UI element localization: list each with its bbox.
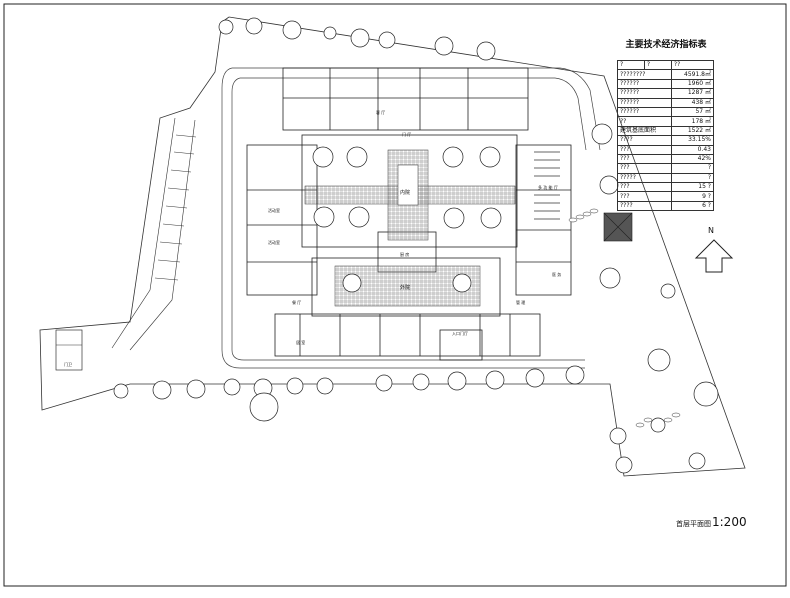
- label-inner-court: 内院: [400, 190, 411, 196]
- table-row: ????????4591.8㎡: [617, 69, 715, 80]
- table-cell-value: 57 ㎡: [670, 106, 715, 118]
- trees: [113, 17, 719, 474]
- table-cell-value: 438 ㎡: [670, 97, 715, 108]
- table-row: ???0.43: [617, 144, 715, 155]
- table-row: ??????438 ㎡: [617, 97, 715, 108]
- label-dorm: 居 室: [296, 340, 306, 345]
- table-cell-value: 1522 ㎡: [670, 125, 715, 137]
- north-label: N: [708, 226, 714, 235]
- indicator-table: ? ? ?? ????????4591.8㎡??????1960 ㎡??????…: [617, 59, 715, 212]
- table-cell-label: ????: [617, 200, 672, 212]
- table-cell-label: ??????: [617, 106, 672, 118]
- label-office: 管 理: [516, 300, 526, 305]
- stepping-stones: [568, 208, 681, 428]
- table-cell-label: ????: [617, 135, 672, 146]
- label-activity-2: 活动室: [268, 240, 280, 245]
- label-corridor: 门 厅: [402, 132, 412, 137]
- table-cell-label: ???: [617, 163, 672, 174]
- table-cell-value: 42%: [670, 153, 715, 165]
- north-arrow-icon: [694, 239, 734, 273]
- table-cell-value: 0.43: [670, 144, 715, 155]
- label-activity-1: 活动室: [268, 208, 280, 213]
- drawing-caption: 首层平面图: [676, 520, 711, 528]
- gate-house: [55, 329, 83, 371]
- stairs-right: [534, 151, 560, 220]
- sheet-border: [3, 3, 787, 587]
- table-header-cell: ?: [643, 59, 672, 71]
- table-cell-label: ?????: [617, 172, 672, 184]
- table-cell-label: ??????: [617, 78, 672, 90]
- site-road: [221, 67, 601, 369]
- table-cell-label: ??????: [617, 97, 672, 108]
- table-cell-label: ???: [617, 144, 672, 155]
- table-cell-label: ????????: [617, 69, 672, 80]
- table-row: ????33.15%: [617, 135, 715, 146]
- table-row: ??????: [617, 172, 715, 184]
- label-kitchen: 厨 房: [400, 252, 410, 257]
- table-row: ???9 ?: [617, 191, 715, 202]
- drawing-scale: 1:200: [712, 515, 747, 529]
- label-entrance: 入口门厅: [452, 331, 468, 336]
- table-header-cell: ?: [617, 59, 645, 71]
- table-cell-label: ??????: [617, 88, 672, 99]
- table-header-cell: ??: [670, 59, 715, 71]
- table-cell-value: 33.15%: [670, 135, 715, 146]
- parking-strip: [111, 117, 197, 351]
- site-boundary: [39, 16, 746, 477]
- table-row: ??????1960 ㎡: [617, 78, 715, 90]
- table-cell-value: 15 ?: [670, 182, 715, 193]
- table-row: ??????1287 ㎡: [617, 88, 715, 99]
- label-hall: 多 功 能 厅: [538, 185, 558, 190]
- table-title: 主要技术经济指标表: [625, 40, 707, 50]
- table-row: ????: [617, 163, 715, 174]
- table-header-row: ? ? ??: [617, 59, 715, 71]
- table-row: ????6 ?: [617, 200, 715, 212]
- table-cell-value: 178 ㎡: [670, 116, 715, 127]
- label-clinic: 医 务: [552, 272, 562, 277]
- table-row: ???42%: [617, 153, 715, 165]
- label-outer-court: 外院: [400, 285, 411, 291]
- label-gate: 门卫: [64, 362, 72, 367]
- pavilion: [603, 212, 633, 242]
- table-row: ??178 ㎡: [617, 116, 715, 127]
- table-cell-value: 6 ?: [670, 200, 715, 212]
- table-cell-label: ???: [617, 153, 672, 165]
- table-cell-label: ???: [617, 191, 672, 202]
- table-row: ???15 ?: [617, 182, 715, 193]
- table-cell-value: 9 ?: [670, 191, 715, 202]
- table-cell-label: ???: [617, 182, 672, 193]
- table-cell-value: ?: [670, 172, 715, 184]
- table-cell-value: 1287 ㎡: [670, 88, 715, 99]
- table-cell-label: ??: [617, 116, 672, 127]
- table-row: ??????57 ㎡: [617, 106, 715, 118]
- table-cell-label: 建筑基底面积: [617, 125, 672, 137]
- label-lounge: 客 厅: [376, 110, 386, 115]
- table-cell-value: 1960 ㎡: [670, 78, 715, 90]
- table-cell-value: ?: [670, 163, 715, 174]
- table-cell-value: 4591.8㎡: [670, 69, 715, 80]
- label-dining: 餐 厅: [292, 300, 302, 305]
